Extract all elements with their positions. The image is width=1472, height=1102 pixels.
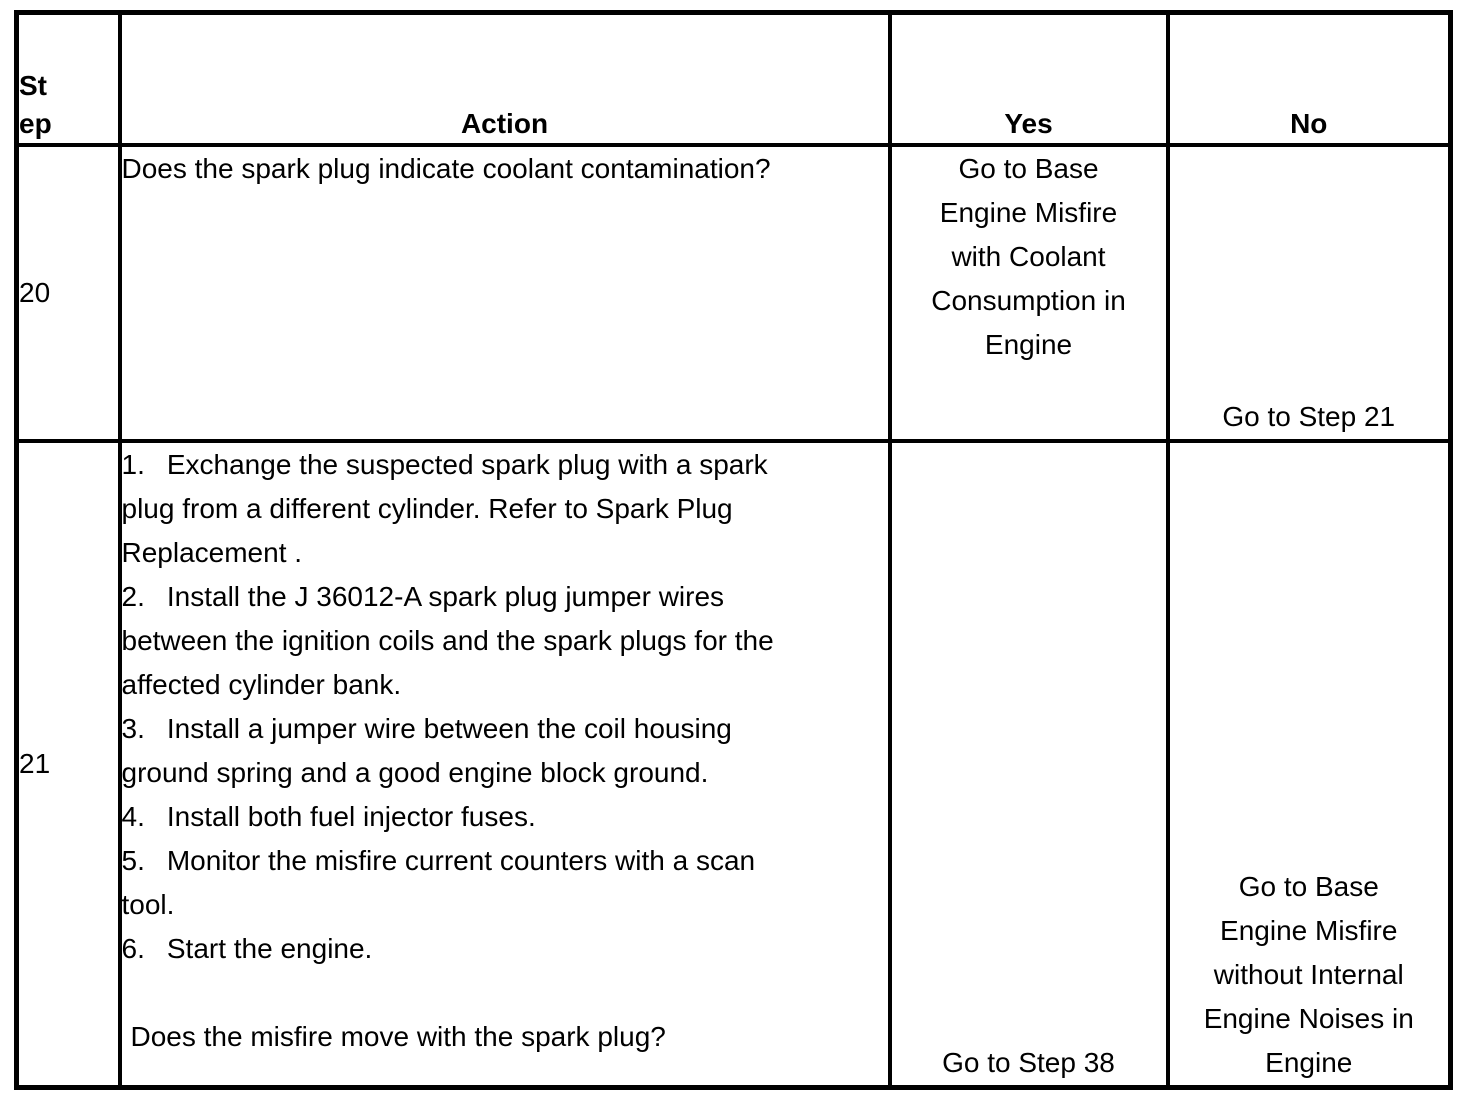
- list-item: 5.Monitor the misfire current counters w…: [121, 839, 792, 927]
- step-number: 20: [19, 276, 51, 308]
- action-cell: Does the spark plug indicate coolant con…: [117, 142, 892, 443]
- column-header-step: St ep: [14, 10, 122, 147]
- list-item-text: Install the J 36012-A spark plug jumper …: [121, 580, 774, 700]
- no-goto-text: Go to Step 21: [1222, 400, 1396, 432]
- list-item-text: Exchange the suspected spark plug with a…: [121, 448, 768, 568]
- list-item-number: 1.: [121, 448, 145, 480]
- action-question: Does the misfire move with the spark plu…: [130, 1020, 666, 1052]
- step-number: 21: [19, 747, 51, 779]
- step-header-line-2: ep: [19, 107, 52, 139]
- step-header-line-1: St: [19, 69, 48, 101]
- yes-cell: Go to Step 38: [887, 438, 1170, 1090]
- list-item-text: Install a jumper wire between the coil h…: [121, 712, 732, 788]
- table-row-step-20: 20 Does the spark plug indicate coolant …: [14, 142, 1453, 443]
- action-cell: 1.Exchange the suspected spark plug with…: [117, 438, 892, 1090]
- column-header-action: Action: [117, 10, 892, 147]
- no-cell: Go to Step 21: [1165, 142, 1453, 443]
- action-question: Does the spark plug indicate coolant con…: [121, 152, 771, 184]
- list-item: 4. Install both fuel injector fuses.: [121, 795, 792, 839]
- list-item-number: 5.: [121, 844, 145, 876]
- list-item: 6. Start the engine.: [121, 927, 792, 971]
- list-item: 3.Install a jumper wire between the coil…: [121, 707, 792, 795]
- list-item-number: 3.: [121, 712, 145, 744]
- list-item-number: 6.: [121, 932, 145, 964]
- list-item-text: Monitor the misfire current counters wit…: [121, 844, 756, 920]
- column-header-yes: Yes: [887, 10, 1170, 147]
- diagnostic-table: St ep Action Yes No 20 Does the spark pl…: [14, 10, 1453, 1090]
- no-goto-text: Go to Base Engine Misfire without Intern…: [1203, 871, 1414, 1078]
- header-row: St ep Action Yes No: [14, 10, 1453, 147]
- list-item-text: Start the engine.: [166, 932, 373, 964]
- no-cell: Go to Base Engine Misfire without Intern…: [1165, 438, 1453, 1090]
- table-row-step-21: 21 1.Exchange the suspected spark plug w…: [14, 438, 1453, 1090]
- list-item-number: 4.: [121, 800, 145, 832]
- action-step-list: 1.Exchange the suspected spark plug with…: [121, 445, 886, 971]
- list-item-number: 2.: [121, 580, 145, 612]
- list-item-text: Install both fuel injector fuses.: [166, 800, 536, 832]
- list-item: 1.Exchange the suspected spark plug with…: [121, 445, 792, 575]
- yes-goto-text: Go to Step 38: [942, 1047, 1115, 1078]
- column-header-no: No: [1165, 10, 1453, 147]
- yes-cell: Go to Base Engine Misfire with Coolant C…: [887, 142, 1170, 443]
- diagnostic-table-wrap: St ep Action Yes No 20 Does the spark pl…: [14, 10, 1453, 1090]
- yes-goto-text: Go to Base Engine Misfire with Coolant C…: [931, 152, 1126, 360]
- step-number-cell: 21: [14, 438, 122, 1090]
- list-item: 2.Install the J 36012-A spark plug jumpe…: [121, 575, 792, 707]
- step-number-cell: 20: [14, 142, 122, 443]
